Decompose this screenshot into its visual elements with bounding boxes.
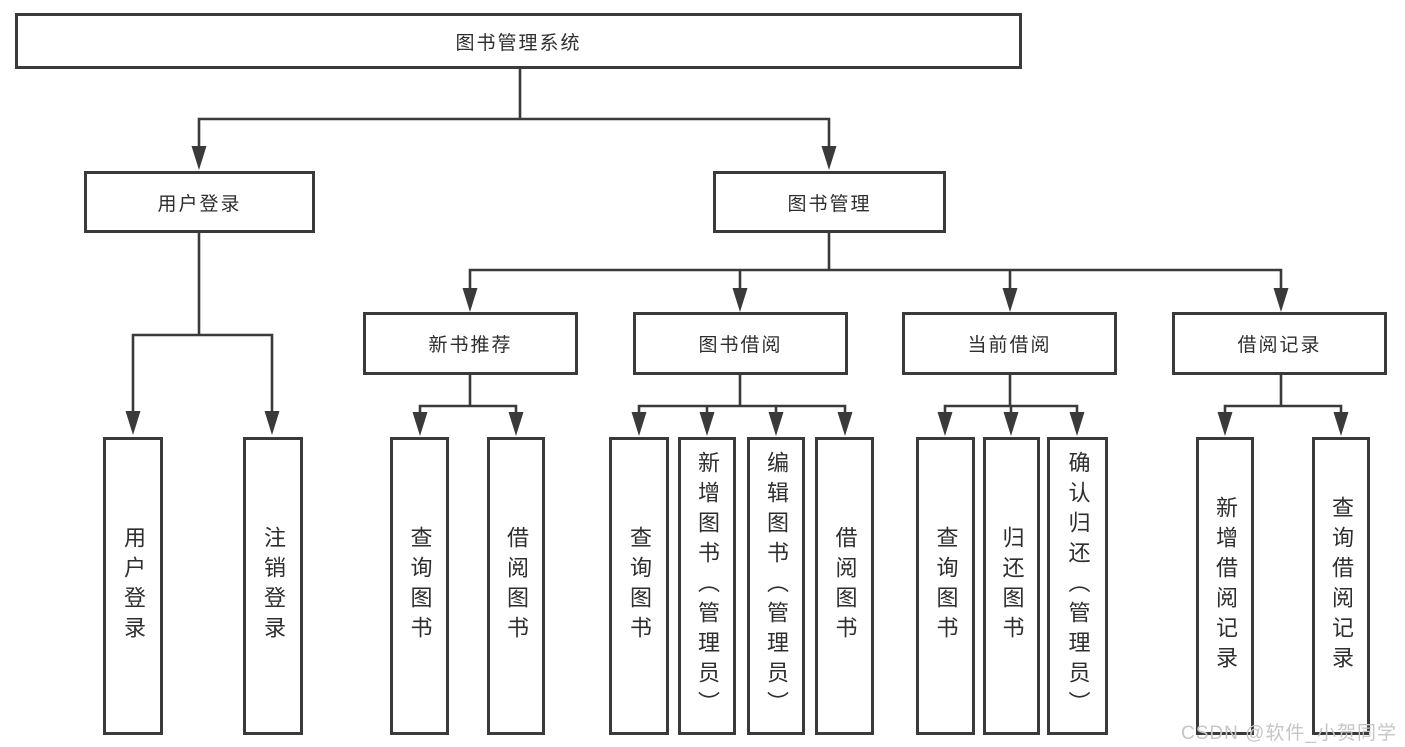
node-label: 用户登录: [157, 193, 242, 215]
leaf-label: 用户登录: [121, 526, 146, 646]
leaf-query-borrow-record: 查询借阅记录: [1312, 437, 1370, 735]
node-new-book-recommend: 新书推荐: [363, 312, 578, 375]
leaf-borrow-books-borrowing: 借阅图书: [815, 437, 874, 735]
leaf-label: 借阅图书: [504, 526, 529, 646]
node-user-login-branch: 用户登录: [84, 171, 315, 233]
node-label: 当前借阅: [967, 335, 1052, 356]
leaf-add-book-admin: 新增图书（管理员）: [678, 437, 736, 735]
node-library-management-system: 图书管理系统: [15, 13, 1022, 69]
node-book-management-branch: 图书管理: [713, 171, 946, 233]
leaf-borrow-books-recommend: 借阅图书: [487, 437, 545, 735]
leaf-label: 查询图书: [627, 526, 652, 646]
node-label: 借阅记录: [1237, 335, 1322, 356]
csdn-watermark: CSDN @软件_小贺同学: [1181, 723, 1397, 744]
leaf-query-books-recommend: 查询图书: [390, 437, 449, 735]
node-borrowing-records: 借阅记录: [1172, 312, 1387, 375]
leaf-return-book: 归还图书: [983, 437, 1040, 735]
leaf-logout: 注销登录: [243, 437, 303, 735]
leaf-label: 确认归还（管理员）: [1065, 451, 1091, 721]
leaf-add-borrow-record: 新增借阅记录: [1196, 437, 1254, 735]
node-label: 图书管理: [787, 193, 872, 215]
leaf-label: 查询借阅记录: [1329, 496, 1354, 676]
leaf-label: 新增借阅记录: [1213, 496, 1238, 676]
leaf-query-books-borrowing: 查询图书: [609, 437, 669, 735]
node-label: 图书借阅: [698, 335, 783, 356]
leaf-label: 借阅图书: [832, 526, 858, 646]
node-current-borrowing: 当前借阅: [902, 312, 1117, 375]
leaf-query-books-current: 查询图书: [916, 437, 975, 735]
leaf-label: 编辑图书（管理员）: [764, 451, 789, 721]
leaf-user-login: 用户登录: [103, 437, 163, 735]
leaf-label: 查询图书: [407, 526, 433, 646]
leaf-label: 归还图书: [999, 526, 1025, 646]
node-label: 新书推荐: [428, 335, 513, 356]
leaf-label: 新增图书（管理员）: [695, 451, 720, 721]
node-book-borrowing: 图书借阅: [633, 312, 848, 375]
leaf-confirm-return-admin: 确认归还（管理员）: [1047, 437, 1108, 735]
leaf-edit-book-admin: 编辑图书（管理员）: [747, 437, 805, 735]
leaf-label: 注销登录: [261, 526, 286, 646]
leaf-label: 查询图书: [933, 526, 959, 646]
node-label: 图书管理系统: [455, 32, 582, 54]
